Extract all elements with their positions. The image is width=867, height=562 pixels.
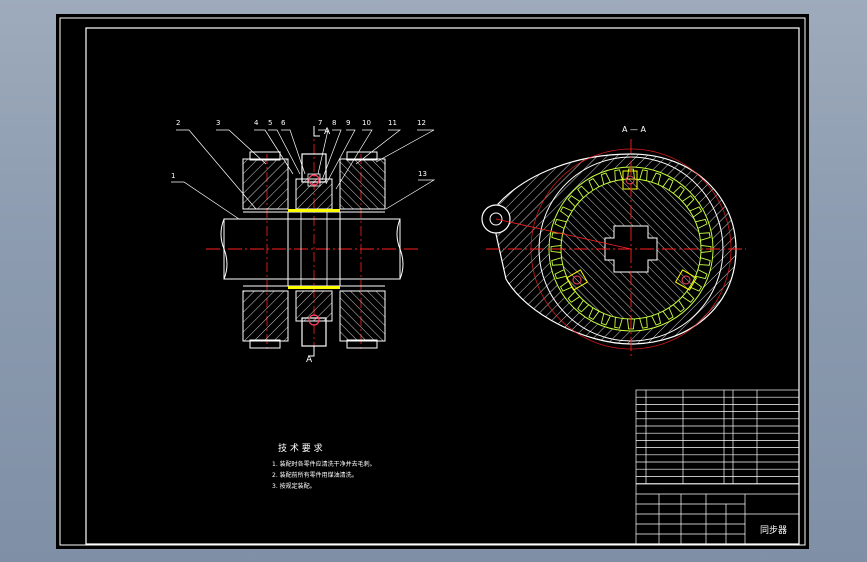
detent-ball-lower xyxy=(308,314,320,326)
inner-frame xyxy=(85,27,800,545)
gear-tooth xyxy=(588,177,600,191)
detent-top xyxy=(622,170,638,190)
side-view-a-a: A — A xyxy=(481,125,746,359)
balloon-label: 5 xyxy=(268,119,272,127)
balloon-leaders xyxy=(171,129,436,220)
balloon-label: 13 xyxy=(418,170,427,178)
gear-tooth xyxy=(651,172,662,185)
balloon-label: 6 xyxy=(281,119,286,127)
gear-tooth xyxy=(662,307,674,321)
balloon-label: 3 xyxy=(216,119,220,127)
balloon-label: 12 xyxy=(417,119,426,127)
lug-link-line xyxy=(495,218,632,250)
front-section-view: A A xyxy=(206,126,421,365)
gear-tooth xyxy=(600,172,611,185)
gear-tooth xyxy=(651,313,662,326)
left-gear-lower xyxy=(242,290,289,342)
right-gear-upper xyxy=(339,158,386,210)
title-block xyxy=(635,389,800,545)
tech-req-2: 2. 装配前所有零件用煤油清洗。 xyxy=(272,471,358,479)
gear-tooth xyxy=(554,269,567,280)
balloon-label: 11 xyxy=(388,119,397,127)
tech-req-1: 1. 装配时各零件应清洗干净并去毛刺。 xyxy=(272,460,376,468)
gear-tooth xyxy=(682,195,695,208)
right-gear-lower xyxy=(339,290,386,342)
gear-tooth xyxy=(567,195,580,208)
gear-tooth xyxy=(699,232,711,241)
gear-tooth xyxy=(577,185,590,198)
balloon-label: 4 xyxy=(254,119,259,127)
section-view-label: A — A xyxy=(622,125,647,134)
gear-tooth xyxy=(567,290,580,303)
drawing-title: 同步器 xyxy=(760,525,787,536)
tech-req-3: 3. 按规定装配。 xyxy=(272,482,316,490)
tech-req-title: 技 术 要 求 xyxy=(278,442,323,454)
gear-tooth xyxy=(559,206,573,218)
balloon-label: 7 xyxy=(318,119,322,127)
detent-left xyxy=(565,269,589,291)
gear-tooth xyxy=(614,169,623,181)
gear-tooth xyxy=(550,245,562,253)
left-gear-upper xyxy=(242,158,289,210)
sync-hub-lower xyxy=(295,290,333,322)
gear-tooth xyxy=(695,218,708,229)
gear-tooth xyxy=(689,280,703,292)
gear-tooth xyxy=(682,290,695,303)
balloon-label: 9 xyxy=(346,119,350,127)
gear-tooth xyxy=(639,169,648,181)
gear-tooth xyxy=(699,257,711,266)
gear-tooth xyxy=(695,269,708,280)
balloon-label: 10 xyxy=(362,119,371,127)
balloon-label: 2 xyxy=(176,119,180,127)
gear-tooth xyxy=(662,177,674,191)
balloon-label: 8 xyxy=(332,119,336,127)
gear-tooth xyxy=(614,317,623,329)
gear-tooth xyxy=(639,317,648,329)
gear-tooth xyxy=(672,185,685,198)
gear-tooth xyxy=(672,300,685,313)
gear-tooth xyxy=(554,218,567,229)
sync-sleeve-upper xyxy=(301,153,327,183)
detent-ball-upper xyxy=(308,174,320,186)
gear-tooth xyxy=(577,300,590,313)
section-mark-bottom: A xyxy=(306,355,313,365)
outer-frame xyxy=(59,17,806,546)
gear-tooth xyxy=(588,307,600,321)
gear-tooth xyxy=(689,206,703,218)
detent-right xyxy=(674,269,698,291)
gear-tooth xyxy=(551,257,563,266)
gear-tooth xyxy=(600,313,611,326)
gear-tooth xyxy=(559,280,573,292)
balloon-label: 1 xyxy=(171,172,175,180)
